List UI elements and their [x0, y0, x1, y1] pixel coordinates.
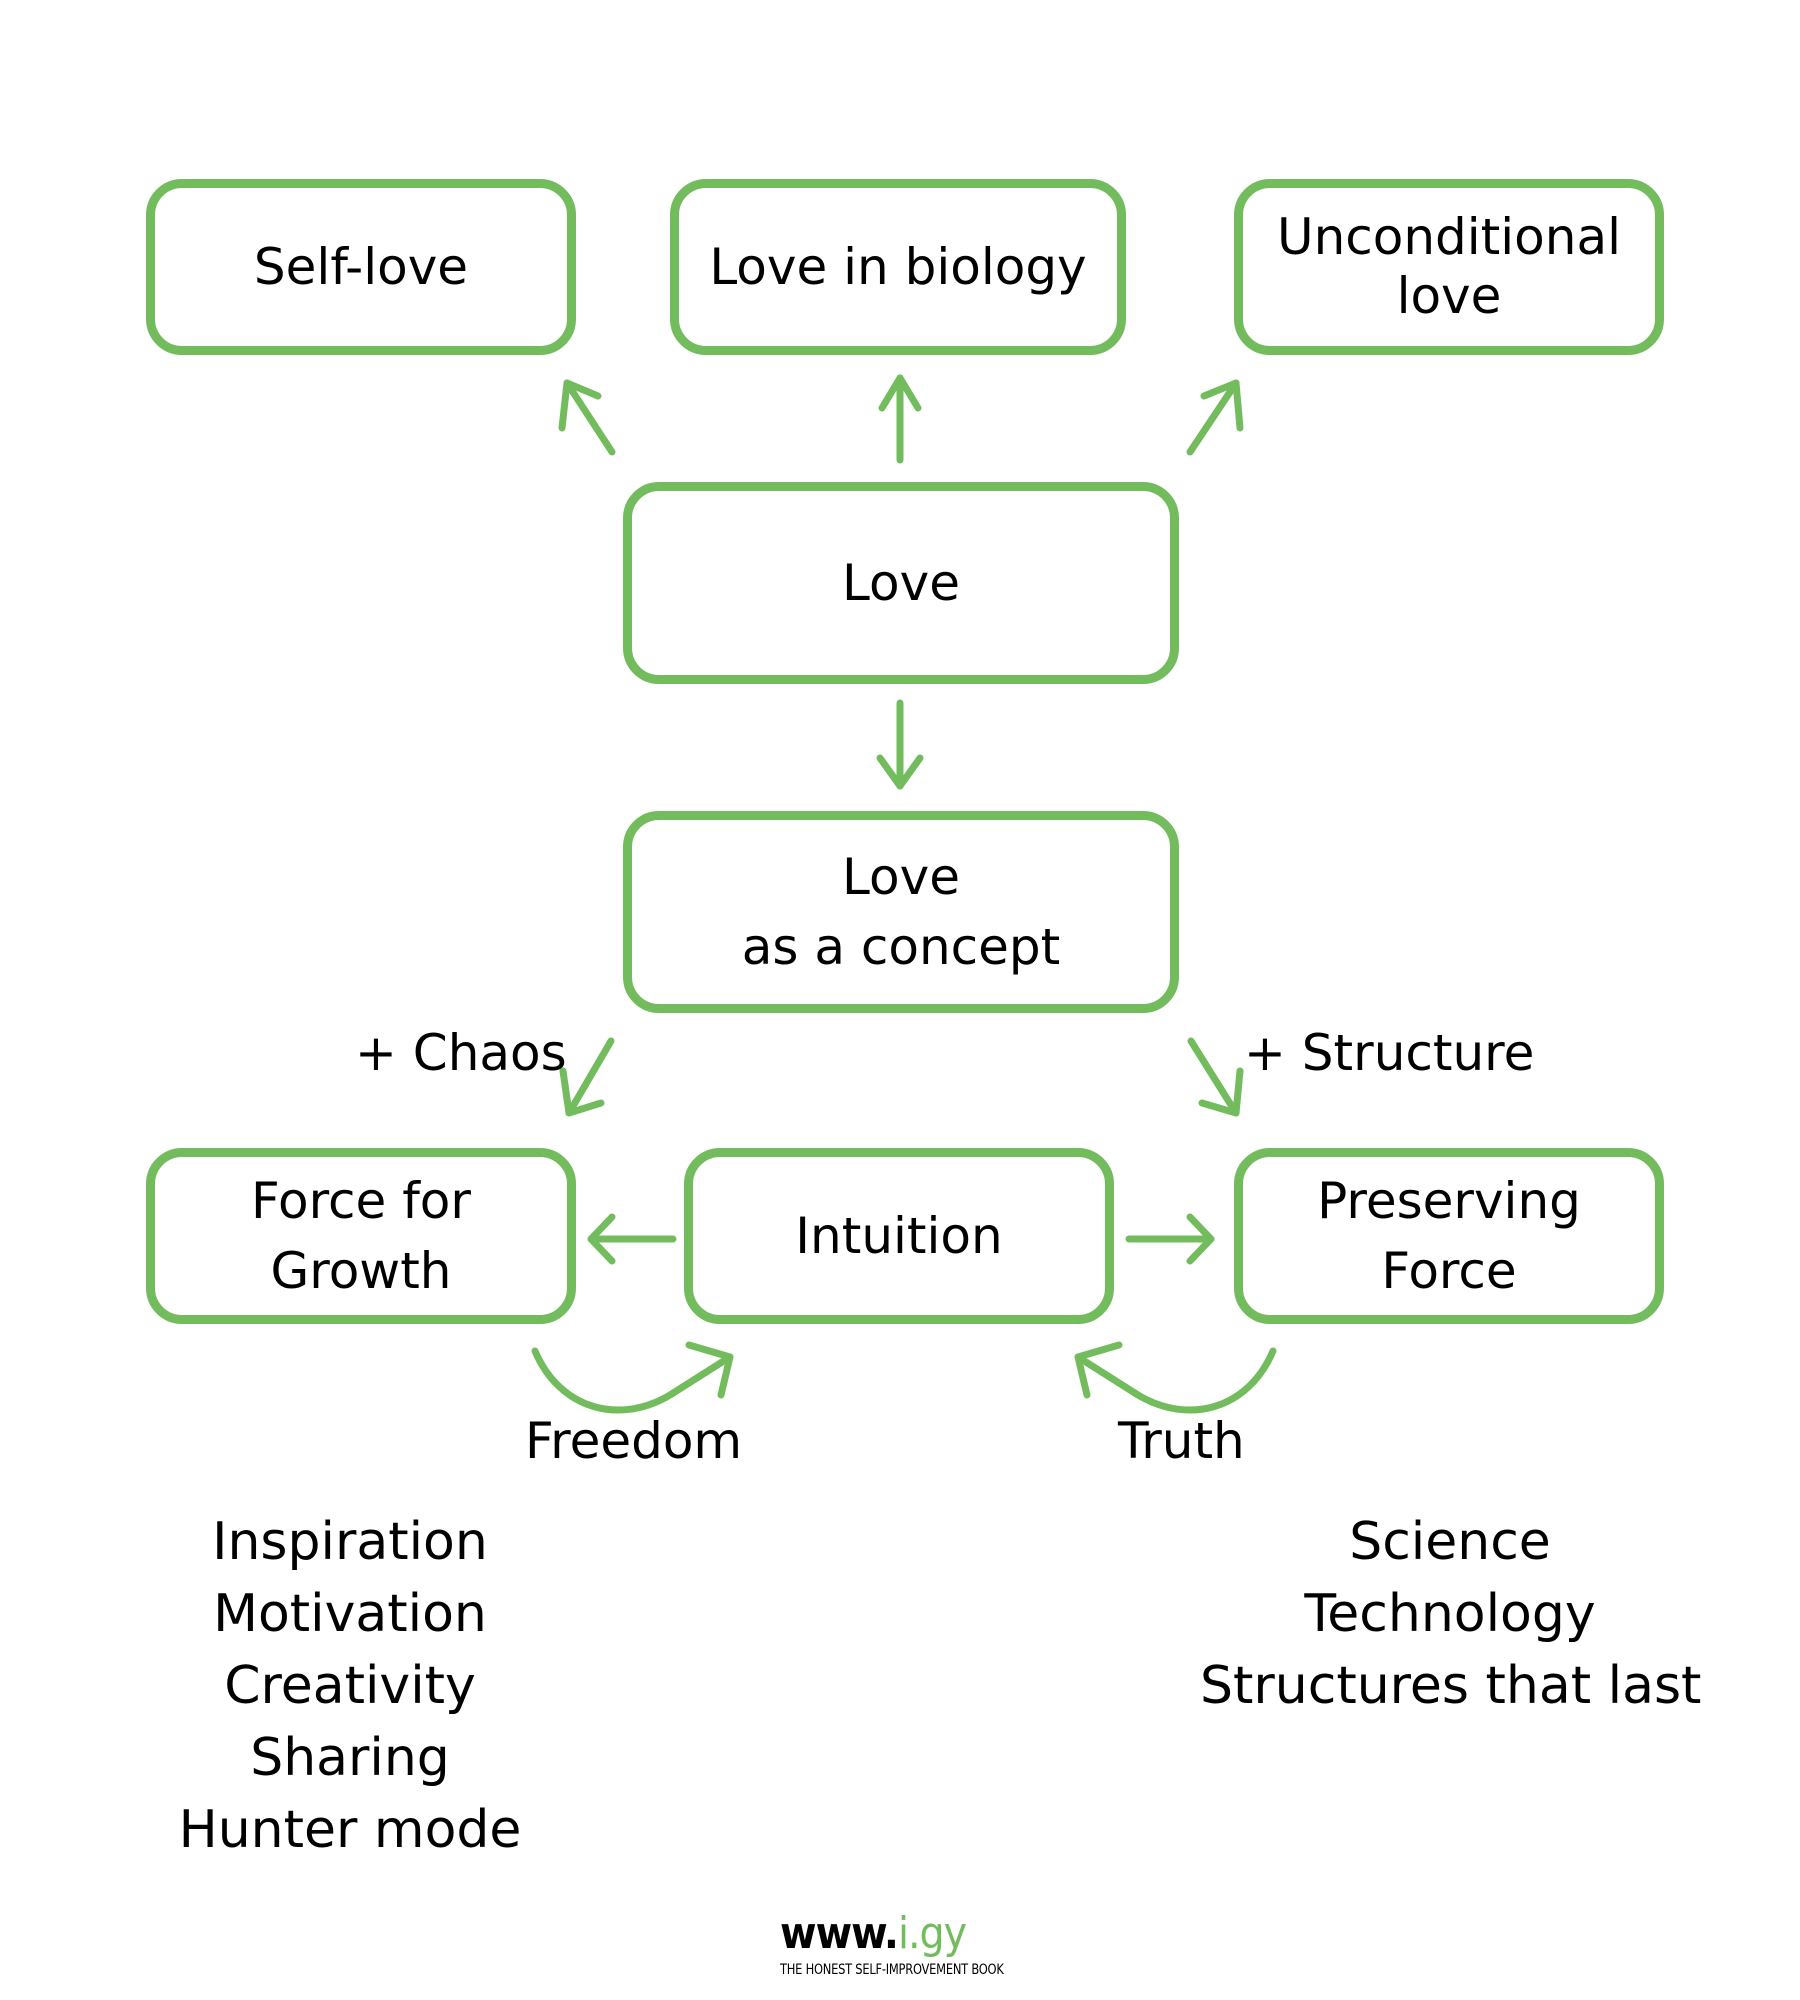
- arrow-love-to-concept: [876, 699, 924, 790]
- node-love-line-1: Love: [842, 553, 960, 612]
- arrow-concept-to-preserving: [1187, 1037, 1244, 1117]
- edge-label-freedom: Freedom: [525, 1412, 743, 1470]
- footer-tagline: THE HONEST SELF-IMPROVEMENT BOOK: [780, 1962, 1004, 1978]
- preserving-list-item: Structures that last: [1200, 1656, 1702, 1716]
- preserving-list-item: Technology: [1304, 1584, 1596, 1644]
- arrow-concept-to-growth: [559, 1037, 615, 1117]
- node-preserving-force-line-2: Force: [1381, 1242, 1517, 1300]
- arrow-love-to-biology: [878, 374, 922, 464]
- growth-list-item: Creativity: [224, 1656, 476, 1716]
- growth-list-item: Sharing: [250, 1728, 450, 1788]
- arrow-truth: [1074, 1341, 1277, 1414]
- node-love-as-a-concept-line-1: Love: [842, 848, 960, 906]
- arrow-freedom: [531, 1341, 734, 1414]
- arrow-intuition-to-growth: [587, 1213, 677, 1265]
- node-unconditional-love-line-1: Unconditional: [1277, 208, 1621, 266]
- node-intuition[interactable]: Intuition: [684, 1148, 1114, 1324]
- arrow-love-to-unconditional: [1186, 379, 1244, 456]
- node-preserving-force-line-1: Preserving: [1317, 1172, 1581, 1230]
- node-self-love[interactable]: Self-love: [146, 179, 576, 355]
- node-love-as-a-concept[interactable]: Love as a concept: [623, 811, 1179, 1013]
- node-unconditional-love-line-2: love: [1396, 267, 1502, 325]
- growth-list-item: Hunter mode: [178, 1800, 522, 1860]
- node-self-love-line-1: Self-love: [253, 237, 469, 296]
- node-preserving-force[interactable]: Preserving Force: [1234, 1148, 1664, 1324]
- arrow-intuition-to-preserving: [1125, 1213, 1215, 1265]
- growth-list: Inspiration Motivation Creativity Sharin…: [150, 1506, 550, 1866]
- node-love-in-biology[interactable]: Love in biology: [670, 179, 1126, 355]
- node-love-as-a-concept-line-2: as a concept: [741, 918, 1061, 976]
- arrow-love-to-self-love: [558, 379, 616, 456]
- growth-list-item: Inspiration: [212, 1512, 488, 1572]
- preserving-list: Science Technology Structures that last: [1200, 1506, 1702, 1722]
- node-force-for-growth[interactable]: Force for Growth: [146, 1148, 576, 1324]
- edge-label-truth: Truth: [1118, 1412, 1245, 1470]
- footer-url-prefix: www.: [780, 1908, 899, 1959]
- edge-label-chaos: + Chaos: [355, 1024, 567, 1082]
- growth-list-item: Motivation: [213, 1584, 487, 1644]
- node-force-for-growth-line-1: Force for: [251, 1172, 471, 1230]
- node-unconditional-love[interactable]: Unconditional love: [1234, 179, 1664, 355]
- node-love-in-biology-line-1: Love in biology: [709, 237, 1087, 296]
- preserving-list-item: Science: [1349, 1512, 1551, 1572]
- node-force-for-growth-line-2: Growth: [270, 1242, 452, 1300]
- node-love[interactable]: Love: [623, 482, 1179, 684]
- footer-logo[interactable]: www.i.gy THE HONEST SELF-IMPROVEMENT BOO…: [780, 1912, 1040, 1979]
- edge-label-structure: + Structure: [1244, 1024, 1535, 1082]
- footer-url-accent: i.gy: [897, 1908, 967, 1959]
- node-intuition-line-1: Intuition: [795, 1206, 1003, 1265]
- footer-url[interactable]: www.i.gy: [780, 1912, 1040, 1956]
